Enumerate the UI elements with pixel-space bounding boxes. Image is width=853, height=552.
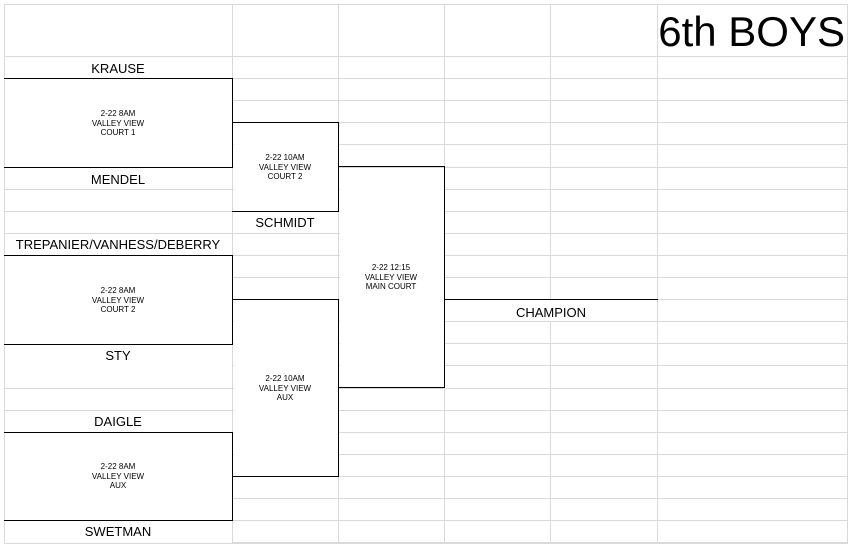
bracket-line — [444, 166, 445, 388]
game-6-info: 2-22 8AM VALLEY VIEW AUX — [4, 462, 232, 491]
grid-line — [4, 498, 847, 499]
merged-cell-champion — [446, 301, 656, 321]
bracket-line — [4, 520, 233, 521]
merged-cell-mendel — [5, 169, 232, 189]
game-5-court: AUX — [276, 393, 294, 402]
grid-line — [4, 410, 847, 411]
grid-line — [4, 542, 847, 543]
grid-line — [657, 4, 658, 544]
grid-line — [4, 78, 847, 79]
grid-line — [4, 4, 847, 5]
grid-line — [4, 432, 847, 433]
merged-cell-game-1 — [5, 80, 232, 167]
game-2-info: 2-22 10AM VALLEY VIEW COURT 2 — [232, 153, 338, 182]
bracket-line — [4, 78, 233, 79]
grid-line — [4, 167, 847, 168]
game-6-court: AUX — [109, 481, 127, 490]
merged-cell-schmidt — [234, 213, 338, 233]
bracket-line — [232, 78, 233, 168]
game-4-court: MAIN COURT — [365, 282, 417, 291]
team-mendel: MENDEL — [90, 172, 146, 187]
game-3-info: 2-22 8AM VALLEY VIEW COURT 2 — [4, 286, 232, 315]
grid-line — [4, 144, 847, 145]
game-4-date: 2-22 12:15 — [371, 263, 411, 272]
bracket-line — [232, 476, 339, 477]
merged-cell-swetman — [5, 522, 232, 543]
merged-cell-game-3 — [5, 257, 232, 344]
merged-cell-game-6 — [5, 433, 232, 520]
bracket-line — [4, 255, 233, 256]
game-2-date: 2-22 10AM — [265, 153, 305, 162]
game-4-info: 2-22 12:15 VALLEY VIEW MAIN COURT — [338, 263, 444, 292]
game-4-site: VALLEY VIEW — [364, 272, 418, 282]
game-3-date: 2-22 8AM — [100, 286, 136, 295]
bracket-line — [232, 255, 233, 345]
bracket-line — [338, 299, 339, 477]
game-6-date: 2-22 8AM — [100, 462, 136, 471]
bracket-line — [232, 211, 339, 212]
merged-cell-trepanier — [5, 235, 232, 255]
grid-line — [4, 100, 847, 101]
bracket-line — [232, 122, 339, 123]
game-3-court: COURT 2 — [100, 305, 136, 314]
game-3-site: VALLEY VIEW — [91, 295, 145, 305]
grid-line — [4, 520, 847, 521]
grid-line — [4, 388, 847, 389]
game-2-site: VALLEY VIEW — [258, 162, 312, 172]
bracket-line — [4, 432, 233, 433]
team-daigle: DAIGLE — [94, 414, 142, 429]
bracket-line — [444, 299, 658, 300]
grid-line — [338, 4, 339, 544]
game-1-court: COURT 1 — [100, 128, 136, 137]
bracket-title: 6th BOYS — [658, 8, 845, 55]
game-6-site: VALLEY VIEW — [91, 471, 145, 481]
grid-line — [4, 4, 5, 544]
merged-cell-game-2 — [234, 124, 338, 211]
bracket-line — [4, 344, 233, 345]
grid-line — [847, 4, 848, 544]
game-1-date: 2-22 8AM — [100, 109, 136, 118]
champion-label: CHAMPION — [515, 305, 587, 320]
grid-line — [550, 4, 551, 544]
game-5-site: VALLEY VIEW — [258, 383, 312, 393]
bracket-line — [4, 167, 233, 168]
team-swetman: SWETMAN — [84, 524, 152, 539]
bracket-line — [232, 299, 339, 300]
merged-cell-title — [659, 5, 847, 56]
game-5-date: 2-22 10AM — [265, 374, 305, 383]
team-trepanier-vanhess-deberry: TREPANIER/VANHESS/DEBERRY — [15, 237, 221, 252]
grid-line — [4, 122, 847, 123]
team-schmidt: SCHMIDT — [255, 215, 315, 230]
grid-line — [4, 543, 847, 544]
grid-line — [4, 454, 847, 455]
bracket-line — [338, 387, 445, 388]
merged-cell-daigle — [5, 411, 232, 431]
merged-cell-krause — [5, 58, 232, 78]
bracket-line — [338, 166, 445, 167]
game-2-court: COURT 2 — [267, 172, 303, 181]
game-1-info: 2-22 8AM VALLEY VIEW COURT 1 — [4, 109, 232, 138]
merged-cell-sty — [5, 346, 232, 366]
grid-line — [4, 476, 847, 477]
team-krause: KRAUSE — [91, 61, 145, 76]
merged-cell-game-4 — [340, 168, 444, 387]
game-1-site: VALLEY VIEW — [91, 118, 145, 128]
game-5-info: 2-22 10AM VALLEY VIEW AUX — [232, 374, 338, 403]
bracket-line — [338, 122, 339, 212]
merged-cell-game-5 — [234, 301, 338, 476]
grid-line — [4, 56, 847, 57]
team-sty: STY — [105, 348, 131, 363]
bracket-line — [232, 432, 233, 521]
